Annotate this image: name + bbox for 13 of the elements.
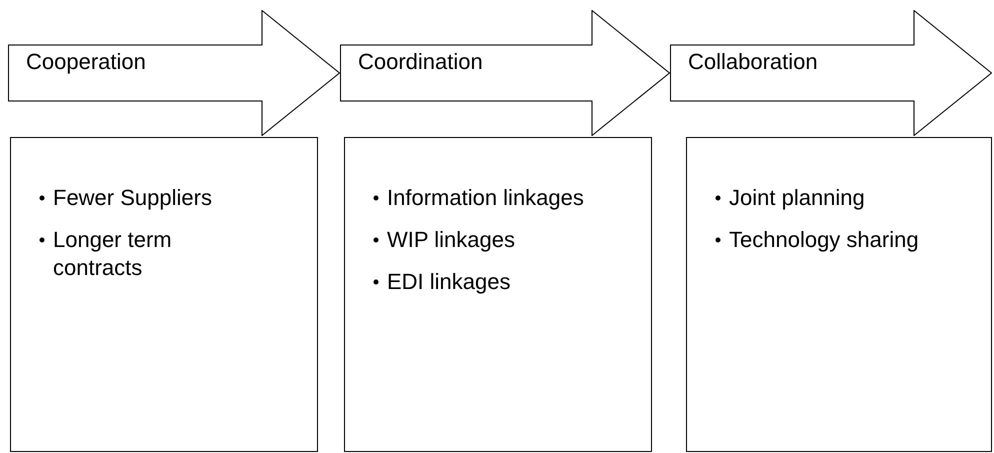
stage-label: Coordination	[358, 48, 483, 76]
content-box	[10, 137, 318, 452]
bullet-text: Longer term contracts	[53, 226, 173, 282]
bullet-text: Information linkages	[387, 184, 585, 212]
bullet-text: EDI linkages	[387, 268, 512, 296]
bullet-text: WIP linkages	[387, 226, 516, 254]
stage-label: Collaboration	[688, 48, 818, 76]
content-box	[344, 137, 652, 452]
bullet-text: Fewer Suppliers	[53, 184, 213, 212]
stage-label: Cooperation	[26, 48, 146, 76]
content-box	[686, 137, 992, 452]
bullet-text: Technology sharing	[729, 226, 920, 254]
bullet-text: Joint planning	[729, 184, 866, 212]
